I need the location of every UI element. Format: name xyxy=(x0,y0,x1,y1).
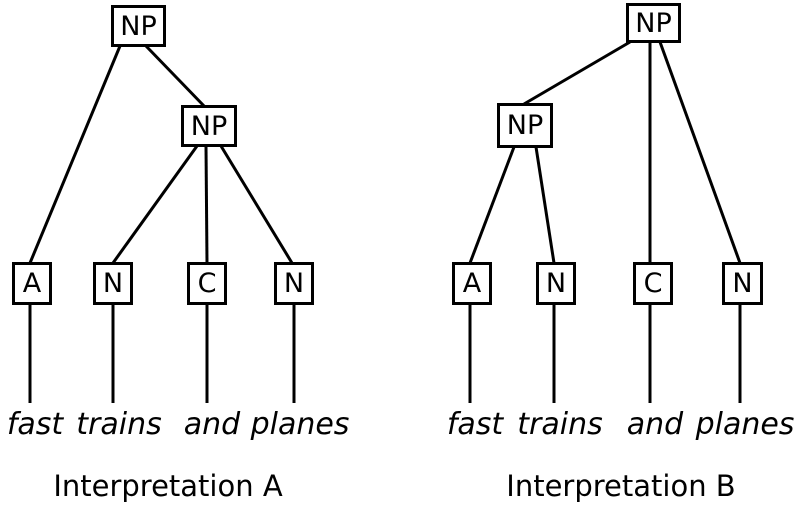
edge-a-innernp-to-n1 xyxy=(111,145,199,264)
edge-b-innernp-to-n1 xyxy=(534,146,556,264)
treeB-leaf-a-node: A xyxy=(452,262,492,305)
treeA-leaf-c-node: C xyxy=(187,262,227,305)
treeB-word-fast: fast xyxy=(446,407,504,442)
treeA-root-np-node: NP xyxy=(111,5,166,47)
treeB-leaf-n1-node: N xyxy=(536,262,576,305)
treeB-leaf-c-node: C xyxy=(633,262,673,305)
edge-b-root-to-innernp xyxy=(523,40,631,106)
treeA-leaf-a-node: A xyxy=(12,262,52,305)
treeA-word-fast: fast xyxy=(6,407,64,442)
treeA-caption: Interpretation A xyxy=(53,469,283,503)
treeA-word-and: and xyxy=(183,407,241,442)
edge-a-innernp-to-n2 xyxy=(219,145,294,264)
edge-a-root-to-innernp xyxy=(144,44,207,109)
edge-b-root-to-n2 xyxy=(658,41,742,264)
treeB-root-np-node: NP xyxy=(626,3,681,43)
treeA-leaf-n2-node: N xyxy=(274,262,314,305)
treeB-leaf-n2-node: N xyxy=(722,262,763,305)
treeB-word-and: and xyxy=(626,407,684,442)
edge-a-innernp-to-c xyxy=(204,145,209,264)
edge-a-root-to-a xyxy=(28,45,122,264)
treeB-caption: Interpretation B xyxy=(506,469,736,503)
treeA-leaf-n1-node: N xyxy=(93,262,133,305)
treeA-word-planes: planes xyxy=(250,407,350,442)
treeA-word-trains: trains xyxy=(76,407,162,442)
treeB-word-planes: planes xyxy=(695,407,795,442)
treeA-inner-np-node: NP xyxy=(181,105,237,147)
treeB-word-trains: trains xyxy=(517,407,603,442)
edge-b-innernp-to-a xyxy=(468,146,516,264)
treeB-inner-np-node: NP xyxy=(497,103,553,148)
